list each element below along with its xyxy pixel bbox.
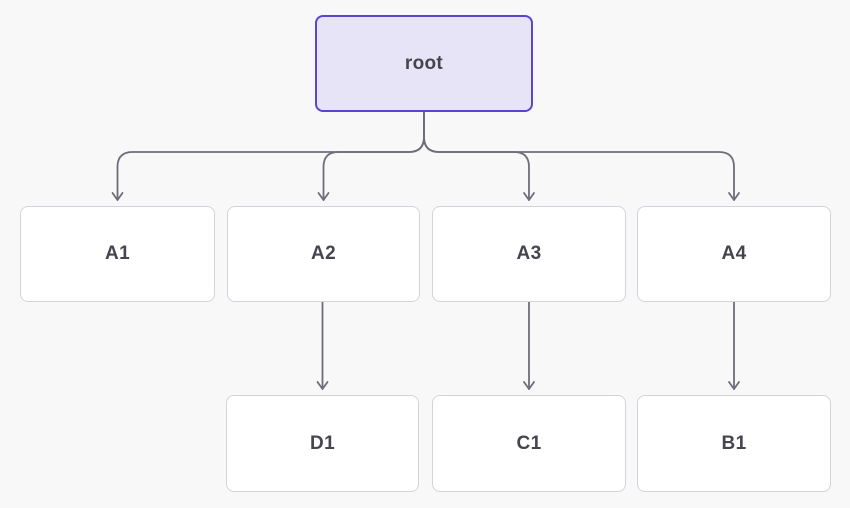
edge-connector xyxy=(322,111,425,201)
node-a3[interactable]: A3 xyxy=(432,206,626,302)
edge-connector xyxy=(116,111,425,201)
edge-connector xyxy=(423,111,530,201)
edge-connector xyxy=(317,192,330,201)
edge-connector xyxy=(316,381,329,390)
node-b1[interactable]: B1 xyxy=(637,395,831,492)
edge-connector xyxy=(523,192,535,201)
edge-connector xyxy=(728,192,740,201)
edge-connector xyxy=(423,111,735,201)
edge-connector xyxy=(111,192,124,201)
node-a4[interactable]: A4 xyxy=(637,206,831,302)
edge-connector xyxy=(523,381,535,390)
node-a2[interactable]: A2 xyxy=(227,206,420,302)
edge-connector xyxy=(728,381,740,390)
node-a1[interactable]: A1 xyxy=(20,206,215,302)
node-root[interactable]: root xyxy=(315,15,533,112)
node-c1[interactable]: C1 xyxy=(432,395,626,492)
node-d1[interactable]: D1 xyxy=(226,395,419,492)
